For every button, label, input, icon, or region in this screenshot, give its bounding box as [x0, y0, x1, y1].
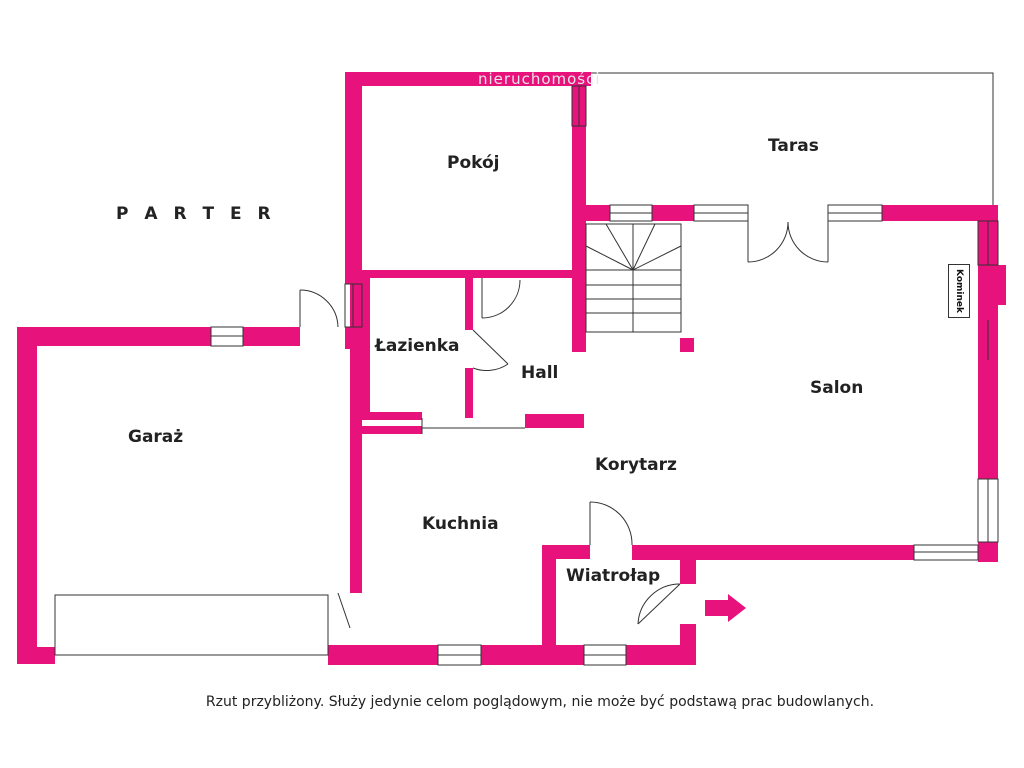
wall [525, 414, 584, 428]
wall [17, 327, 37, 664]
wall [350, 283, 362, 593]
wall [542, 545, 556, 665]
wall [980, 265, 1006, 305]
wall [652, 205, 694, 221]
wall [345, 72, 362, 284]
wall [17, 327, 211, 346]
wall [481, 645, 584, 665]
wall [345, 72, 591, 86]
wall [362, 278, 370, 418]
fireplace-label: Kominek [954, 269, 964, 313]
wall [680, 624, 696, 665]
room-label-wiatrolap: Wiatrołap [566, 566, 661, 586]
arrow-right-icon [705, 594, 746, 622]
garage-door [54, 594, 329, 656]
disclaimer-note: Rzut przybliżony. Służy jedynie celom po… [205, 694, 875, 710]
wall [328, 645, 438, 665]
room-label-taras: Taras [768, 136, 819, 156]
wall [362, 270, 572, 278]
wall [362, 426, 422, 434]
room-label-hall: Hall [521, 363, 559, 383]
room-label-kuchnia: Kuchnia [422, 514, 499, 534]
room-label-salon: Salon [810, 378, 864, 398]
wall [465, 368, 473, 418]
wall [572, 126, 586, 352]
wall [978, 542, 998, 562]
room-label-garaz: Garaż [128, 427, 184, 447]
wall [465, 278, 473, 330]
wall [243, 327, 300, 346]
room-label-korytarz: Korytarz [595, 455, 677, 475]
room-label-pokoj: Pokój [447, 153, 500, 173]
wall [17, 647, 55, 664]
stairs [585, 223, 682, 333]
wall [626, 645, 695, 665]
doors [299, 221, 829, 629]
fireplace: Kominek [948, 264, 970, 318]
terrace-outline [591, 72, 994, 205]
wall [680, 338, 694, 352]
wall [632, 545, 914, 560]
wall [586, 205, 610, 221]
walls [17, 72, 1006, 665]
plan-title: P A R T E R [116, 204, 276, 224]
room-label-lazienka: Łazienka [375, 336, 460, 356]
windows [54, 72, 999, 666]
wall [680, 560, 696, 584]
watermark: nieruchomości [478, 70, 601, 88]
wall [882, 205, 998, 221]
wall [362, 412, 422, 420]
